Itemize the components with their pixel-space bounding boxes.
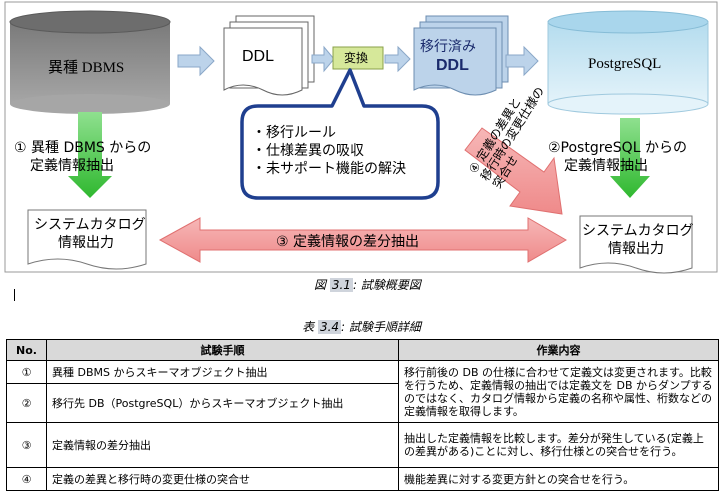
- catalog-left-line: システムカタログ: [34, 217, 146, 233]
- ddl-document: [223, 15, 315, 96]
- row-step: 異種 DBMS からスキーマオブジェクト抽出: [46, 360, 399, 384]
- row-work-merged: 移行前後の DB の仕様に合わせて定義文は変更されます。比較を行うため、定義情報…: [398, 360, 719, 423]
- target-db-cylinder: [547, 10, 709, 115]
- row-number: ④: [6, 467, 47, 491]
- column-header-no: No.: [6, 339, 47, 361]
- diff-extract-label: ③ 定義情報の差分抽出: [276, 234, 420, 250]
- row-step: 移行先 DB（PostgreSQL）からスキーマオブジェクト抽出: [46, 383, 399, 423]
- migrated-ddl-label-2: DDL: [436, 57, 469, 74]
- table-row: ① 異種 DBMS からスキーマオブジェクト抽出 移行前後の DB の仕様に合わ…: [6, 360, 719, 423]
- table-header-row: No. 試験手順 作業内容: [6, 339, 719, 361]
- convert-label: 変換: [344, 51, 369, 65]
- left-extract-line: ① 異種 DBMS からの: [14, 140, 152, 156]
- catalog-left-line: 情報出力: [58, 235, 114, 251]
- right-extract-line: 定義情報抽出: [564, 158, 648, 174]
- migrated-ddl-label-1: 移行済み: [420, 39, 476, 55]
- row-number: ①: [6, 360, 47, 384]
- row-step: 定義情報の差分抽出: [46, 422, 399, 468]
- figure-caption-prefix: 図: [314, 278, 327, 292]
- diagram-canvas: [4, 1, 718, 274]
- catalog-right-line: システムカタログ: [582, 223, 694, 239]
- callout-item: ・移行ルール: [252, 125, 336, 141]
- migrated-ddl-document: [413, 15, 509, 96]
- row-work: 機能差異に対する変更方針との突合せを行う。: [398, 467, 719, 491]
- test-procedure-table: No. 試験手順 作業内容 ① 異種 DBMS からスキーマオブジェクト抽出 移…: [6, 339, 719, 491]
- red-diagonal-arrow: [464, 127, 563, 215]
- red-double-arrow: [158, 217, 567, 263]
- test-overview-diagram: 異種 DBMS DDL 変換 移行済み DDL PostgreSQL ・移行ルー…: [4, 1, 718, 292]
- figure-caption: 図 3.1: 試験概要図: [314, 276, 421, 293]
- table-caption-number: 3.4: [317, 320, 342, 334]
- figure-caption-text: : 試験概要図: [352, 278, 421, 292]
- table-caption: 表 3.4: 試験手順詳細: [0, 318, 723, 335]
- right-extract-label: ②PostgreSQL からの 定義情報抽出: [548, 139, 687, 175]
- callout-item: ・仕様差異の吸収: [252, 143, 364, 159]
- source-db-cylinder: [9, 10, 171, 114]
- arrow-to-convert: [311, 45, 335, 73]
- left-extract-label: ① 異種 DBMS からの 定義情報抽出: [14, 139, 151, 175]
- table-row: ② 移行先 DB（PostgreSQL）からスキーマオブジェクト抽出: [6, 383, 719, 423]
- table-caption-prefix: 表: [302, 320, 315, 334]
- row-step: 定義の差異と移行時の変更仕様の突合せ: [46, 467, 399, 491]
- right-extract-line: ②PostgreSQL からの: [548, 140, 687, 156]
- figure-caption-number: 3.1: [329, 278, 353, 292]
- column-header-step: 試験手順: [46, 339, 399, 361]
- catalog-left-label: システムカタログ 情報出力: [34, 216, 146, 252]
- column-header-work: 作業内容: [398, 339, 719, 361]
- green-arrow-left: [68, 112, 112, 198]
- catalog-doc-left: [27, 209, 147, 270]
- convert-box: [332, 46, 384, 70]
- row-work: 抽出した定義情報を比較します。差分が発生している(定義上の差異がある)ことに対し…: [398, 422, 719, 468]
- green-arrow-right: [610, 118, 650, 198]
- catalog-doc-right: [579, 215, 693, 274]
- row-number: ②: [6, 383, 47, 423]
- arrow-to-target: [505, 45, 539, 77]
- row-number: ③: [6, 422, 47, 468]
- catalog-right-line: 情報出力: [608, 241, 664, 257]
- target-db-label: PostgreSQL: [588, 56, 662, 72]
- left-extract-line: 定義情報抽出: [30, 158, 114, 174]
- callout-bubble: [240, 68, 440, 200]
- callout-text: ・移行ルール ・仕様差異の吸収 ・未サポート機能の解決: [252, 124, 406, 178]
- ddl-label: DDL: [242, 48, 275, 65]
- arrow-to-migrated-ddl: [384, 45, 411, 73]
- callout-item: ・未サポート機能の解決: [252, 161, 406, 177]
- arrow-to-ddl: [177, 45, 215, 77]
- table-row: ③ 定義情報の差分抽出 抽出した定義情報を比較します。差分が発生している(定義上…: [6, 422, 719, 468]
- text-cursor: [14, 289, 15, 301]
- table-row: ④ 定義の差異と移行時の変更仕様の突合せ 機能差異に対する変更方針との突合せを行…: [6, 467, 719, 491]
- source-db-label: 異種 DBMS: [48, 60, 125, 76]
- table-caption-text: : 試験手順詳細: [341, 320, 421, 334]
- catalog-right-label: システムカタログ 情報出力: [582, 222, 694, 258]
